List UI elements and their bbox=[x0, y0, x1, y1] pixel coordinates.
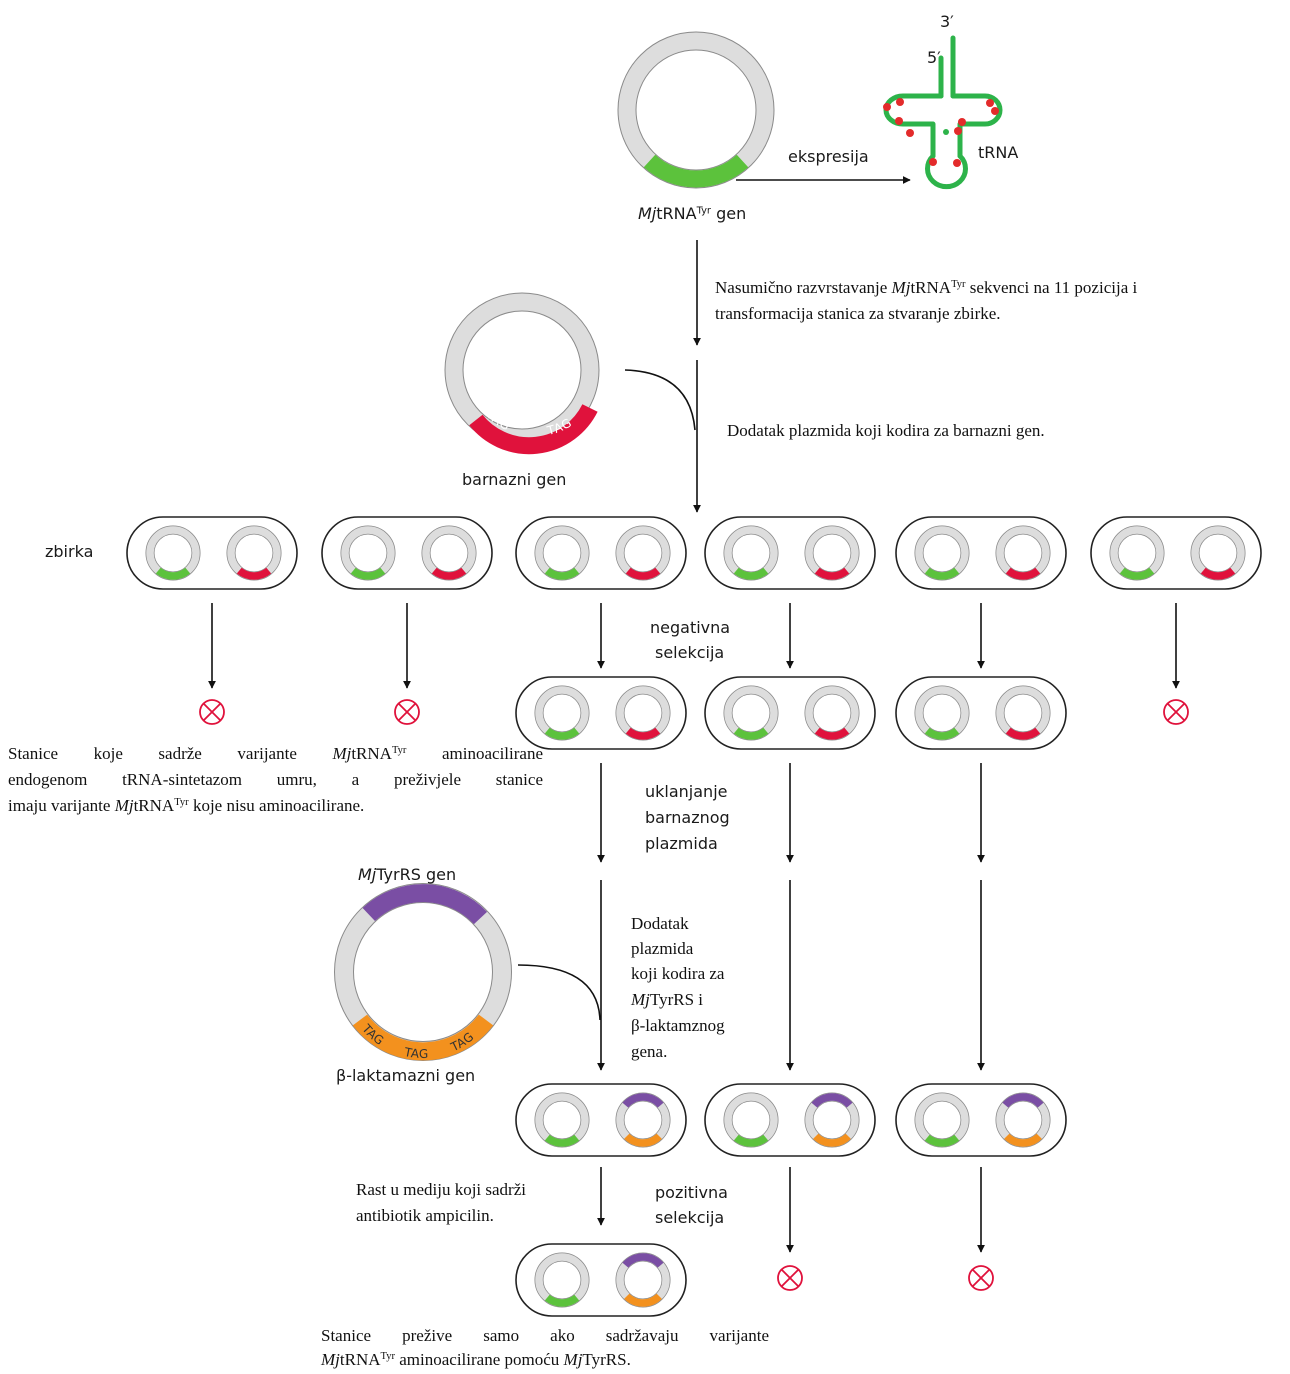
tyrrs-mini-plasmid bbox=[995, 1092, 1051, 1148]
barnase-mini-plasmid bbox=[615, 525, 671, 581]
trna-variant-plasmid bbox=[534, 1252, 590, 1308]
trna-variant-plasmid bbox=[1109, 525, 1165, 581]
tyrrs-gene-label: MjTyrRS gen bbox=[358, 865, 457, 884]
barnase-mini-plasmid bbox=[995, 525, 1051, 581]
randomize-note-line2: transformacija stanica za stvaranje zbir… bbox=[715, 304, 1001, 323]
barnase-mini-plasmid bbox=[615, 685, 671, 741]
trna-structure bbox=[883, 35, 1003, 190]
survive-note-line2: MjtRNATyr aminoacilirane pomoću MjTyrRS. bbox=[321, 1350, 631, 1369]
add-barnase-note: Dodatak plazmida koji kodira za barnazni… bbox=[727, 421, 1045, 440]
five-prime-label: 5′ bbox=[927, 48, 941, 67]
die-note-line2: endogenom tRNA-sintetazom umru, a preživ… bbox=[8, 770, 543, 789]
trna-variant-plasmid bbox=[534, 685, 590, 741]
ampicillin-note-line2: antibiotik ampicilin. bbox=[356, 1206, 494, 1225]
trna-variant-plasmid bbox=[914, 525, 970, 581]
barnase-merge-curve bbox=[624, 369, 696, 431]
trna-gene-label: MjtRNATyr gen bbox=[638, 204, 747, 223]
add-tyrrs-line3: koji kodira za bbox=[631, 964, 725, 983]
trna-variant-plasmid bbox=[534, 1092, 590, 1148]
surviving-cell bbox=[704, 676, 876, 750]
cell-death-icon bbox=[1163, 699, 1189, 725]
add-tyrrs-line2: plazmida bbox=[631, 939, 694, 958]
trna-label: tRNA bbox=[978, 143, 1019, 162]
flow-arrows bbox=[208, 603, 1180, 1253]
positive-selection-label-2: selekcija bbox=[655, 1208, 725, 1227]
library-label: zbirka bbox=[45, 542, 94, 561]
library-cell bbox=[704, 516, 876, 590]
blactamase-gene-label: β-laktamazni gen bbox=[336, 1066, 476, 1085]
die-note-line3: imaju varijante MjtRNATyr koje nisu amin… bbox=[8, 796, 365, 815]
tyrrs-cell bbox=[515, 1083, 687, 1157]
tyrrs-merge-curve bbox=[517, 964, 601, 1021]
add-tyrrs-line1: Dodatak bbox=[631, 914, 689, 933]
library-cell bbox=[126, 516, 298, 590]
barnase-mini-plasmid bbox=[421, 525, 477, 581]
final-cell bbox=[515, 1243, 687, 1317]
removal-label-1: uklanjanje bbox=[645, 782, 728, 801]
trna-gene-plasmid bbox=[617, 31, 775, 189]
tyrrs-cell bbox=[895, 1083, 1067, 1157]
library-cell bbox=[895, 516, 1067, 590]
die-note-line1: Stanice koje sadrže varijante MjtRNATyr … bbox=[8, 744, 544, 763]
positive-selection-label-1: pozitivna bbox=[655, 1183, 728, 1202]
trna-variant-plasmid bbox=[723, 685, 779, 741]
tyrrs-mini-plasmid bbox=[804, 1092, 860, 1148]
add-tyrrs-line4: MjTyrRS i bbox=[631, 990, 704, 1009]
barnase-mini-plasmid bbox=[995, 685, 1051, 741]
tyrrs-blactamase-plasmid: TAG TAG TAG bbox=[334, 883, 512, 1061]
expression-label: ekspresija bbox=[788, 147, 869, 166]
removal-label-3: plazmida bbox=[645, 834, 718, 853]
surviving-cell bbox=[895, 676, 1067, 750]
trna-variant-plasmid bbox=[340, 525, 396, 581]
library-cell bbox=[515, 516, 687, 590]
trna-variant-plasmid bbox=[723, 1092, 779, 1148]
barnase-plasmid: TAG bbox=[444, 292, 600, 455]
three-prime-label: 3′ bbox=[940, 12, 954, 31]
tyrrs-mini-plasmid bbox=[615, 1092, 671, 1148]
death-markers bbox=[199, 699, 1189, 1291]
library-cell bbox=[1090, 516, 1262, 590]
removal-label-2: barnaznog bbox=[645, 808, 730, 827]
cell-death-icon bbox=[777, 1265, 803, 1291]
barnase-mini-plasmid bbox=[804, 685, 860, 741]
trna-variant-plasmid bbox=[914, 1092, 970, 1148]
barnase-mini-plasmid bbox=[1190, 525, 1246, 581]
final-survivor bbox=[515, 1243, 687, 1317]
trna-variant-plasmid bbox=[534, 525, 590, 581]
ampicillin-note-line1: Rast u mediju koji sadrži bbox=[356, 1180, 526, 1199]
cell-death-icon bbox=[968, 1265, 994, 1291]
barnase-mini-plasmid bbox=[804, 525, 860, 581]
blactamase-tag-2: TAG bbox=[402, 1045, 428, 1061]
barnase-gene-label: barnazni gen bbox=[462, 470, 567, 489]
negative-survivors bbox=[515, 676, 1067, 750]
tyrrs-cell bbox=[704, 1083, 876, 1157]
cell-death-icon bbox=[394, 699, 420, 725]
cell-death-icon bbox=[199, 699, 225, 725]
svg-text:TAG: TAG bbox=[402, 1045, 429, 1061]
barnase-mini-plasmid bbox=[226, 525, 282, 581]
trna-variant-plasmid bbox=[145, 525, 201, 581]
negative-selection-label-1: negativna bbox=[650, 618, 731, 637]
trna-variant-plasmid bbox=[723, 525, 779, 581]
library-cells bbox=[126, 516, 1262, 590]
tyrrs-cells bbox=[515, 1083, 1067, 1157]
add-tyrrs-line5: β-laktamznog bbox=[631, 1016, 725, 1035]
surviving-cell bbox=[515, 676, 687, 750]
tyrrs-mini-plasmid bbox=[615, 1252, 671, 1308]
negative-selection-label-2: selekcija bbox=[655, 643, 725, 662]
randomize-note-line1: Nasumično razvrstavanje MjtRNATyr sekven… bbox=[715, 278, 1138, 297]
library-cell bbox=[321, 516, 493, 590]
add-tyrrs-line6: gena. bbox=[631, 1042, 668, 1061]
modified-bases bbox=[883, 98, 999, 167]
trna-variant-plasmid bbox=[914, 685, 970, 741]
survive-note-line1: Stanice prežive samo ako sadržavaju vari… bbox=[321, 1326, 769, 1345]
